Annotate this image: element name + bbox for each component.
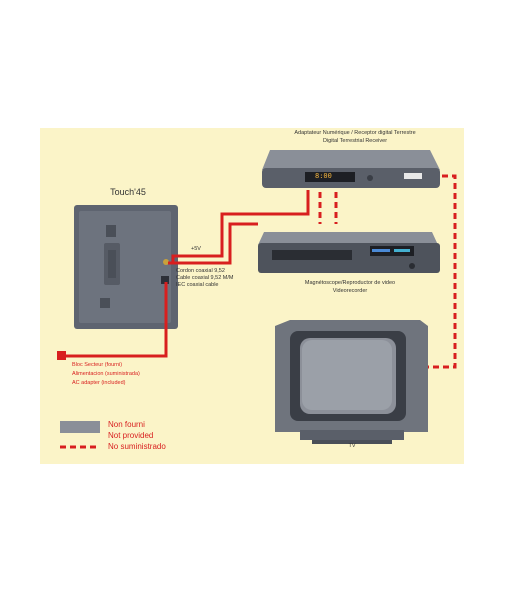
vcr [258,232,440,273]
optional-cables [318,174,457,369]
vcr-label-line1: Magnétoscope/Reproductor de video [304,280,396,286]
legend-line2: Not provided [108,431,154,440]
adapter-label-line1: Bloc Secteur (fourni) [72,362,123,368]
device-title: Touch'45 [110,187,146,197]
coax-label-line2: Cable coaxial 9,52 M/M [176,275,234,281]
coax-label-line3: IEC coaxial cable [176,282,219,288]
legend-gray-swatch [60,421,100,433]
coax-label-line1: Cordon coaxial 9,52 [176,268,225,274]
legend-line1: Non fourni [108,420,145,429]
receiver-label-line2: Digital Terrestrial Receiver [322,138,388,144]
vcr-label-line2: Videorecorder [332,288,368,294]
receiver-display: 8:00 [315,172,332,180]
digital-receiver [262,150,440,188]
voltage-label: +5V [191,246,201,252]
legend-line3: No suministrado [108,442,166,451]
touch45-device [74,205,178,329]
adapter-label-line3: AC adapter (included) [72,380,126,386]
television [275,320,428,444]
tv-label: TV [348,443,356,449]
power-cable [64,282,168,358]
adapter-label-line2: Alimentacion (suministrada) [72,371,140,377]
coax-cable-receiver [171,190,310,263]
cables [64,190,310,358]
power-plug [57,351,66,360]
coax-cable-vcr [168,222,258,265]
receiver-label-line1: Adaptateur Numérique / Receptor digital … [294,130,416,136]
